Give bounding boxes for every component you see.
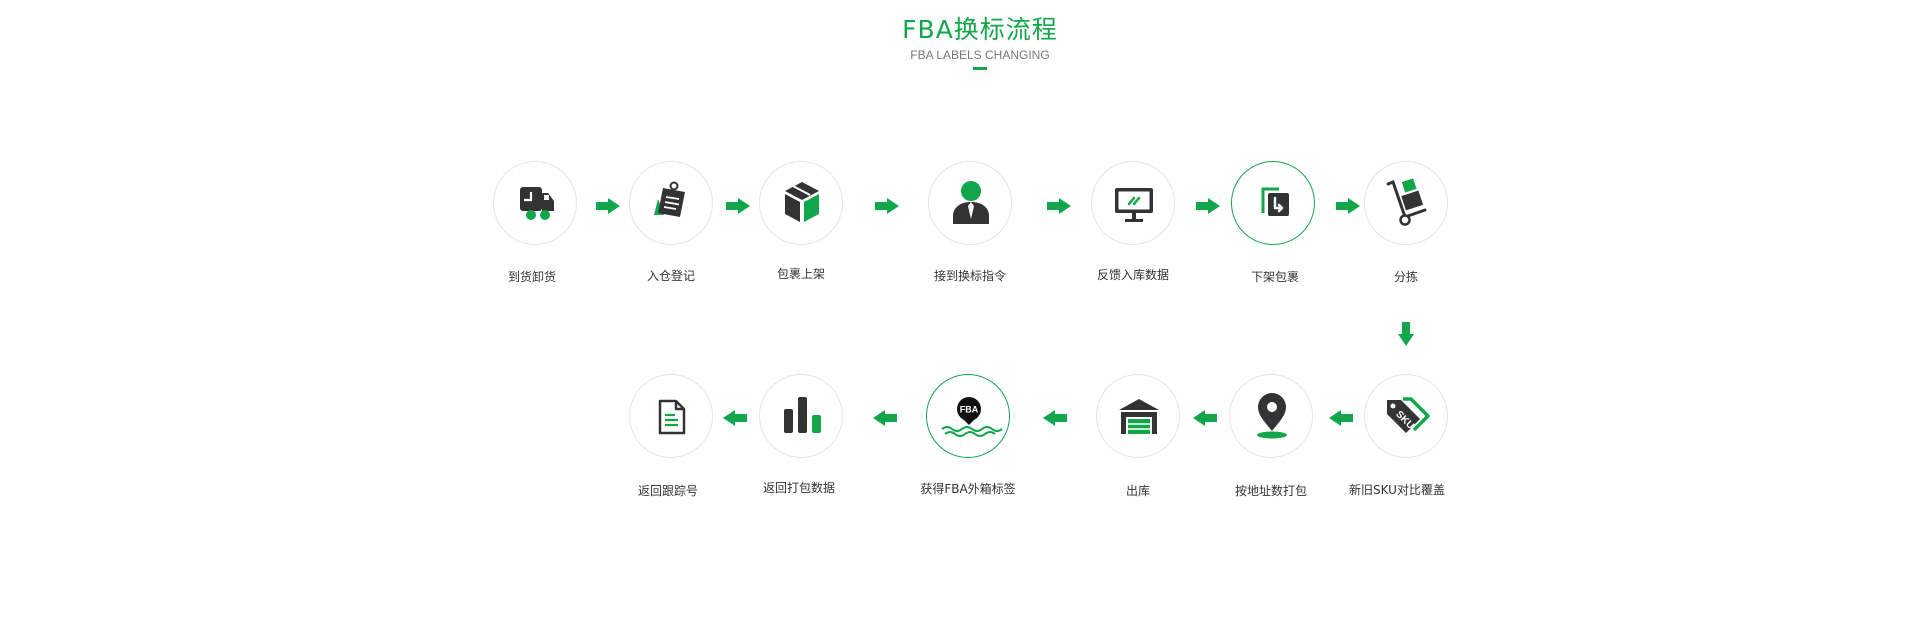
title-underline xyxy=(973,67,987,70)
warehouse-icon xyxy=(1119,399,1159,434)
step-pack-data-circle xyxy=(759,374,843,458)
step-feedback-circle xyxy=(1091,161,1175,245)
arrow-right-icon xyxy=(596,198,620,214)
step-register-label: 入仓登记 xyxy=(646,269,695,283)
step-unload-circle xyxy=(493,161,577,245)
register-icon xyxy=(654,181,685,217)
step-unload-label: 到货卸货 xyxy=(507,270,556,284)
arrow-right-icon xyxy=(1336,198,1360,214)
arrow-right-icon xyxy=(875,198,899,214)
arrow-left-icon xyxy=(1193,410,1217,426)
page-title: FBA换标流程 xyxy=(902,15,1058,44)
arrow-left-icon xyxy=(873,410,897,426)
arrow-left-icon xyxy=(723,410,747,426)
arrow-right-icon xyxy=(1196,198,1220,214)
step-tracking-label: 返回跟踪号 xyxy=(637,484,698,498)
step-register-circle xyxy=(629,161,713,245)
step-shelf-label: 包裹上架 xyxy=(776,267,825,281)
step-feedback-label: 反馈入库数据 xyxy=(1096,268,1169,282)
step-sort-label: 分拣 xyxy=(1393,270,1418,284)
bar-chart-icon xyxy=(784,397,821,433)
step-instruction-label: 接到换标指令 xyxy=(933,269,1006,283)
hand-truck-icon xyxy=(1386,178,1427,226)
arrow-left-icon xyxy=(1043,410,1067,426)
arrow-right-icon xyxy=(726,198,750,214)
step-instruction-circle xyxy=(928,161,1012,245)
step-sort-circle xyxy=(1364,161,1448,245)
step-tracking-circle xyxy=(629,374,713,458)
step-pack-circle xyxy=(1229,374,1313,458)
box-icon xyxy=(785,182,819,222)
page-subtitle: FBA LABELS CHANGING xyxy=(910,48,1050,62)
location-pin-icon xyxy=(1257,393,1287,439)
step-fba-label: 获得FBA外箱标签 xyxy=(920,482,1016,496)
step-pack-label: 按地址数打包 xyxy=(1234,484,1307,498)
arrow-left-icon xyxy=(1329,410,1353,426)
document-icon xyxy=(658,399,686,435)
download-icon xyxy=(1261,187,1289,216)
monitor-icon xyxy=(1115,188,1153,222)
person-icon xyxy=(953,181,989,224)
step-sku-circle: SKU xyxy=(1364,374,1448,458)
step-outbound-label: 出库 xyxy=(1125,484,1150,498)
fba-label-icon: FBA xyxy=(941,397,1003,437)
arrow-down-icon xyxy=(1398,322,1414,346)
svg-text:FBA: FBA xyxy=(960,405,979,415)
step-shelf-circle xyxy=(759,161,843,245)
step-sku-label: 新旧SKU对比覆盖 xyxy=(1349,483,1445,497)
arrow-right-icon xyxy=(1047,198,1071,214)
sku-tag-icon: SKU xyxy=(1387,397,1430,433)
step-pack-data-label: 返回打包数据 xyxy=(762,481,835,495)
step-unshelve-circle xyxy=(1231,161,1315,245)
step-fba-circle: FBA xyxy=(926,374,1010,458)
truck-icon xyxy=(520,187,554,220)
step-unshelve-label: 下架包裹 xyxy=(1250,270,1299,284)
step-outbound-circle xyxy=(1096,374,1180,458)
